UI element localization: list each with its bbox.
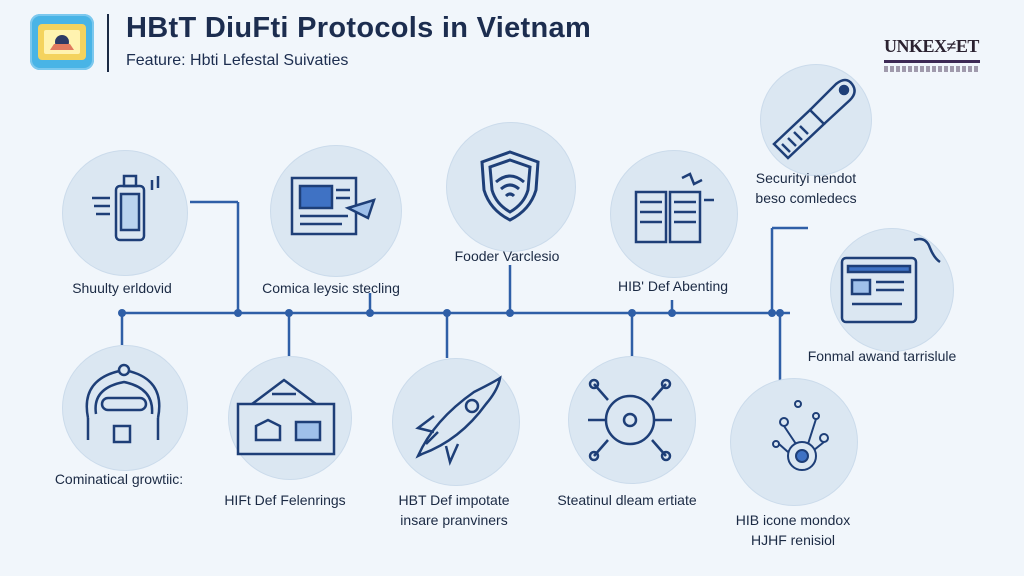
connector-lines bbox=[120, 200, 808, 380]
node-circle-top-4 bbox=[610, 150, 738, 278]
bank-icon bbox=[236, 378, 336, 456]
node-label-bottom-1: Cominatical growtiic: bbox=[54, 471, 184, 487]
node-label-bottom-5: HIB icone mondox HJHF renisiol bbox=[735, 512, 851, 548]
node-label-top-5: Securityi nendot beso comledecs bbox=[755, 170, 857, 206]
growth-ring-icon bbox=[85, 363, 161, 444]
rocket-icon bbox=[415, 375, 502, 466]
app-logo bbox=[30, 14, 94, 70]
node-label-top-2: Comica leysic stecling bbox=[262, 280, 400, 296]
brand-logo: UNKEX≠ET bbox=[884, 36, 984, 78]
node-circle-top-5 bbox=[760, 64, 872, 176]
node-label-top-3: Fooder Varclesio bbox=[454, 248, 560, 264]
node-label-bottom-2: HIFt Def Felenrings bbox=[224, 492, 346, 508]
page-subtitle: Feature: Hbti Lefestal Suivaties bbox=[126, 52, 349, 69]
smartphone-icon bbox=[92, 174, 160, 242]
shield-wifi-icon bbox=[480, 150, 540, 222]
building-icon bbox=[634, 172, 714, 244]
node-label-top-1: Shuulty erldovid bbox=[72, 280, 172, 296]
node-label-top-4: HIB' Def Abenting bbox=[617, 278, 729, 294]
molecule-icon bbox=[772, 400, 829, 471]
page-title: HBtT DiuFti Protocols in Vietnam bbox=[126, 12, 592, 44]
node-label-bottom-3: HBT Def impotate insare pranviners bbox=[398, 492, 510, 528]
document-icon bbox=[290, 176, 376, 236]
connector-nodes bbox=[118, 309, 784, 317]
brand-name: UNKEX≠ET bbox=[884, 36, 979, 56]
node-circle-bottom-2 bbox=[228, 356, 352, 480]
gear-network-icon bbox=[588, 378, 672, 462]
payment-terminal-icon bbox=[840, 237, 941, 324]
usb-key-icon bbox=[772, 78, 856, 160]
node-label-bottom-4: Steatinul dleam ertiate bbox=[557, 492, 697, 508]
node-label-right: Fonmal awand tarrislule bbox=[807, 348, 957, 364]
header-divider bbox=[107, 14, 109, 72]
node-circle-top-3 bbox=[446, 122, 576, 252]
